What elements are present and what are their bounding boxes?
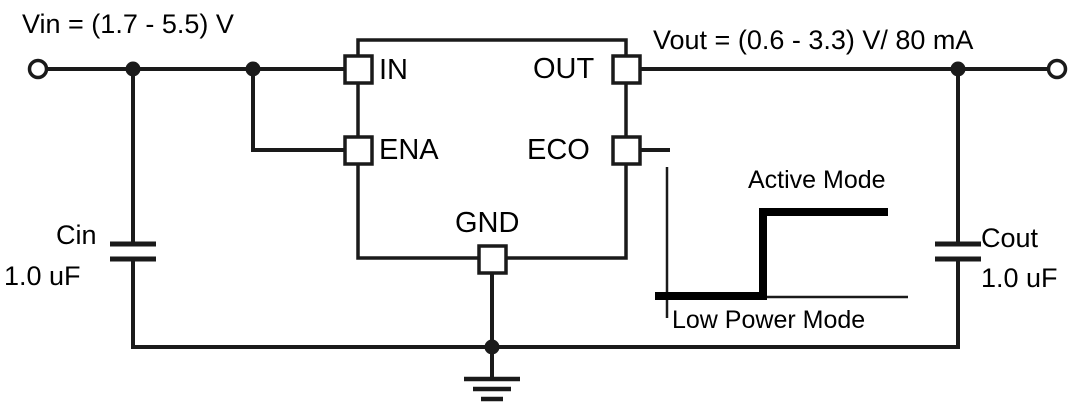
waveform-step-trace <box>655 208 888 300</box>
waveform-lowpower-label: Low Power Mode <box>672 306 866 334</box>
cin-name-label: Cin <box>56 220 97 250</box>
input-terminal-node <box>27 58 49 80</box>
pin-label-gnd: GND <box>455 207 520 239</box>
vout-label: Vout = (0.6 - 3.3) V/ 80 mA <box>653 25 974 55</box>
junction-dot-cin <box>125 61 141 77</box>
cout-name-label: Cout <box>981 223 1039 253</box>
waveform-active-label: Active Mode <box>748 166 886 194</box>
output-terminal-node <box>1046 58 1068 80</box>
pin-ena-square <box>343 135 374 166</box>
pin-label-eco: ECO <box>527 134 590 166</box>
pin-label-ena: ENA <box>379 134 439 166</box>
cout-value-label: 1.0 uF <box>981 263 1058 293</box>
pin-in-square <box>343 54 374 85</box>
junction-dot-ena <box>245 61 261 77</box>
pin-label-out: OUT <box>533 53 595 85</box>
pin-label-in: IN <box>379 54 408 86</box>
pin-gnd-square <box>477 244 508 275</box>
cin-value-label: 1.0 uF <box>4 261 81 291</box>
pin-eco-square <box>611 135 642 166</box>
vin-label: Vin = (1.7 - 5.5) V <box>22 9 234 39</box>
pin-out-square <box>611 54 642 85</box>
